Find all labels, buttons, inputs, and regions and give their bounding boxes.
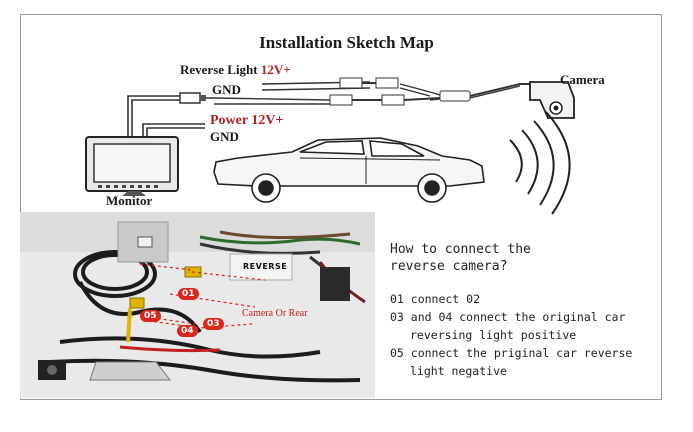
- wiring-photo: REVERSE Camera Or Rear 01 02 03 04 05: [20, 212, 375, 398]
- camera-or-rear-label: Camera Or Rear: [242, 308, 308, 319]
- diagram-title: Installation Sketch Map: [259, 33, 434, 52]
- marker-03: 03: [203, 318, 224, 330]
- step-2-continued: reversing light positive: [410, 328, 577, 342]
- step-1: 01 connect 02: [390, 292, 481, 306]
- question-line-2: reverse camera?: [390, 259, 508, 274]
- diagram-frame: [20, 14, 662, 400]
- camera-illustration: [529, 81, 575, 119]
- reverse-tag: REVERSE: [243, 262, 288, 271]
- marker-01: 01: [178, 288, 199, 300]
- reverse-light-connectors: [339, 77, 399, 89]
- power-wires: [213, 97, 441, 105]
- step-3: 05 connect the priginal car reverse: [390, 346, 633, 360]
- camera-label: Camera: [560, 72, 605, 87]
- step-3-continued: light negative: [410, 364, 507, 378]
- gnd-label-1: GND: [212, 82, 241, 97]
- reverse-light-label: Reverse Light 12V+: [180, 62, 291, 77]
- question-line-1: How to connect the: [390, 242, 531, 257]
- camera-signal-waves: [509, 111, 571, 215]
- red-wire: [119, 345, 221, 353]
- relay-box: [320, 267, 350, 301]
- marker-04: 04: [177, 325, 198, 337]
- marker-05: 05: [140, 310, 161, 322]
- camera-cable: [439, 83, 532, 102]
- monitor-illustration: [85, 136, 179, 196]
- gnd-label-2: GND: [210, 129, 239, 144]
- monitor-label: Monitor: [106, 193, 153, 208]
- car-illustration: [213, 137, 485, 203]
- power-connectors: [329, 94, 441, 106]
- step-2: 03 and 04 connect the original car: [390, 310, 626, 324]
- power-label: Power 12V+: [210, 113, 284, 128]
- wiring-photo-drawing: [20, 212, 375, 398]
- reverse-connector: [179, 92, 214, 104]
- license-lamp-housing: [89, 361, 172, 381]
- inset-reverse-photo: [229, 253, 293, 281]
- monitor-cables: [127, 95, 205, 137]
